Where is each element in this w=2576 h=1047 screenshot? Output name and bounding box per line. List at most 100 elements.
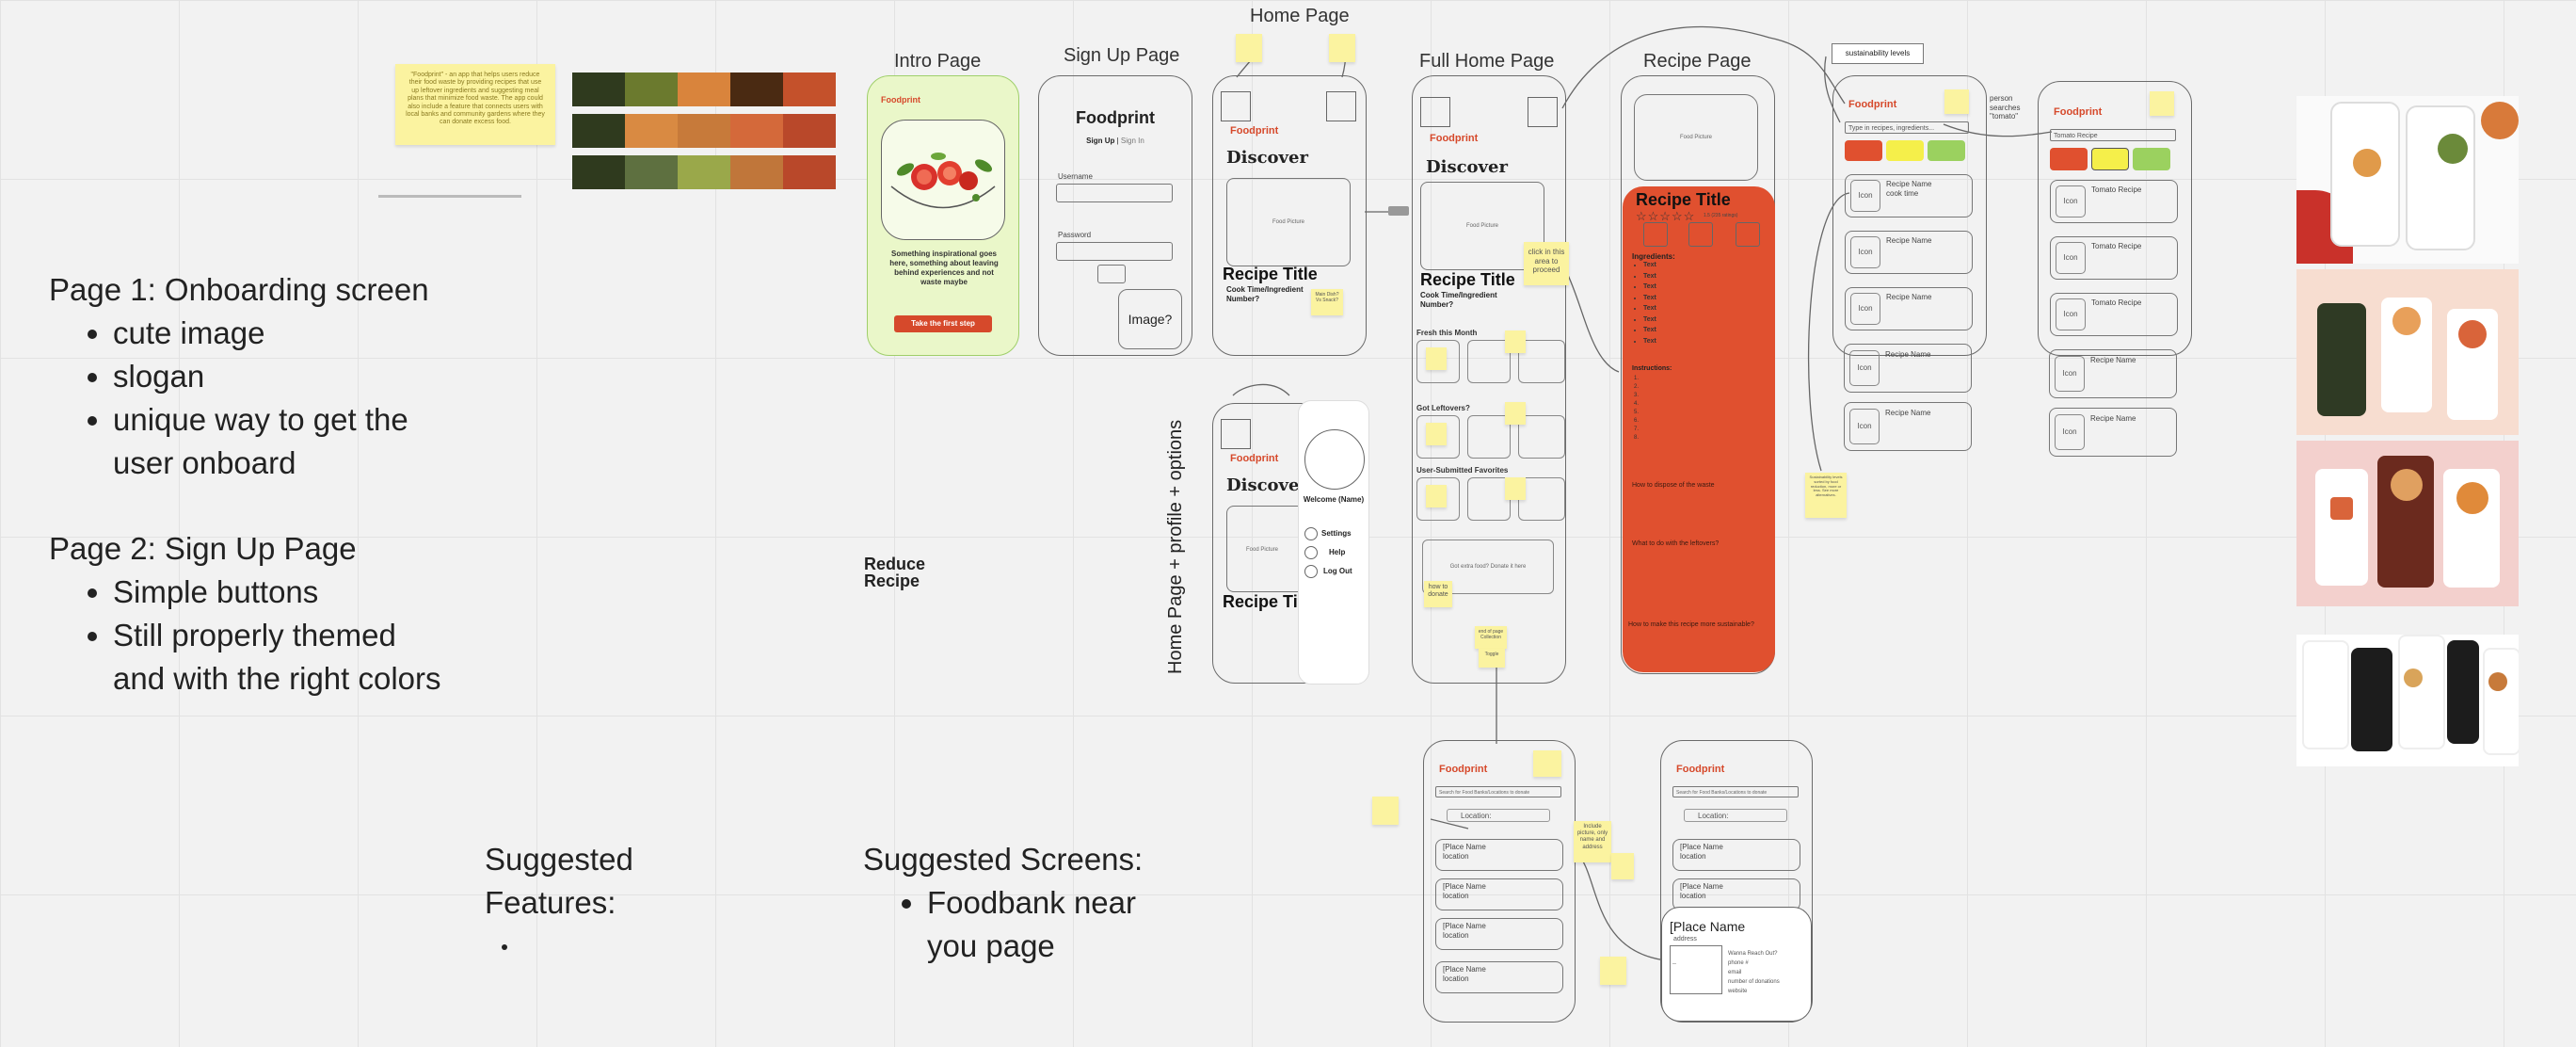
filter-low-button[interactable] [1928,140,1965,161]
instruction-step: 1. [1634,375,1639,383]
menu-item-logout[interactable]: Log Out [1323,567,1352,575]
recipe-icon: Icon [2056,185,2086,217]
action-button[interactable] [1736,222,1760,247]
username-input[interactable] [1056,184,1173,202]
recipe-name: Tomato Recipe [2091,298,2141,307]
sticky-note [1236,34,1262,62]
contact-line: phone # [1728,958,1780,968]
place-name: [Place Name [1680,843,1723,851]
page1-item: unique way to get the user onboard [113,398,444,485]
logout-icon[interactable] [1304,565,1318,578]
menu-item-settings[interactable]: Settings [1321,529,1352,538]
filter-medium-button[interactable] [1886,140,1924,161]
recipe-icon: Icon [1849,350,1880,386]
foodbank-search-input[interactable]: Search for Food Banks/Locations to donat… [1672,786,1799,797]
filter-medium-button[interactable] [2091,148,2129,170]
swatch [730,114,783,148]
avatar[interactable] [1304,429,1365,490]
take-first-step-button[interactable]: Take the first step [894,315,992,332]
recipe-icon: Icon [1850,293,1880,325]
reduce-recipe-label: Reduce Recipe [864,556,949,589]
features-item [519,925,673,968]
section-leftovers: Got Leftovers? [1416,404,1470,412]
password-input[interactable] [1056,242,1173,261]
filter-high-button[interactable] [2050,148,2088,170]
section-fresh-month: Fresh this Month [1416,329,1477,337]
place-name: [Place Name [1443,843,1486,851]
submit-button[interactable] [1097,265,1126,283]
signup-link[interactable]: Sign Up [1086,137,1114,145]
ingredient-item: Text [1643,293,1656,304]
help-icon[interactable] [1304,546,1318,559]
screens-notes: Suggested Screens: Foodbank near you pag… [863,838,1183,968]
home-profile-frame-title: Home Page + profile + options [1165,621,1184,674]
foodbank-frame: Foodprint Search for Food Banks/Location… [1423,740,1576,1023]
home-profile-frame: Foodprint Discover Food Picture Recipe T… [1212,403,1367,684]
food-picture-card[interactable]: Food Picture [1634,94,1758,181]
phone-mockup [2398,635,2445,749]
recipe-search-input[interactable]: Type in recipes, ingredients... [1845,121,1969,134]
food-image [2456,482,2488,514]
swatch [625,72,678,106]
action-button[interactable] [1688,222,1713,247]
phone-mockup [2317,303,2366,416]
food-picture-card[interactable]: Food Picture [1226,178,1351,266]
swatch [572,72,625,106]
app-title: Foodprint [1039,108,1192,128]
settings-icon[interactable] [1304,527,1318,540]
place-location: location [1443,852,1469,861]
brand-logo: Foodprint [2054,106,2102,118]
menu-button[interactable] [1221,419,1251,449]
action-button[interactable] [1643,222,1668,247]
instruction-step: 7. [1634,426,1639,434]
cook-time-label: Cook Time/Ingredient Number? [1226,285,1313,303]
sustainability-label: sustainability levels [1832,43,1924,64]
location-filter[interactable]: Location: [1684,809,1787,822]
food-image [2391,469,2423,501]
place-map-image: -- [1670,945,1722,994]
instructions-list: 1. 2. 3. 4. 5. 6. 7. 8. [1634,375,1639,443]
search-button[interactable] [1326,91,1356,121]
intro-frame: Foodprint Something inspirational goes h… [867,75,1019,356]
person-search-note: person searches "tomato" [1990,94,2040,121]
food-image [2353,149,2381,177]
features-title: Suggested Features: [485,838,673,925]
location-filter[interactable]: Location: [1447,809,1550,822]
signin-link[interactable]: Sign In [1121,137,1144,145]
inspiration-image-2 [2296,269,2519,435]
connector-line [1233,384,1289,395]
sticky-note: Main Dish? Vs Snack? [1311,289,1343,315]
tomato-frame: Foodprint Tomato Recipe Icon Tomato Reci… [2038,81,2192,356]
recipe-icon: Icon [1850,236,1880,268]
brand-logo: Foodprint [1230,453,1278,464]
filter-low-button[interactable] [2133,148,2170,170]
ingredient-item: Text [1643,303,1656,314]
recipe-title: Recipe Tit [1223,592,1304,612]
sticky-note [1611,853,1634,879]
recipe-search-input[interactable]: Tomato Recipe [2050,129,2176,141]
search-button[interactable] [1528,97,1558,127]
sticky-note: click in this area to proceed [1524,242,1569,285]
color-palette [572,72,836,189]
profile-image-placeholder[interactable]: Image? [1118,289,1182,349]
place-detail-card[interactable]: [Place Name address -- Wanna Reach Out? … [1661,907,1812,1022]
filter-high-button[interactable] [1845,140,1882,161]
brand-logo: Foodprint [1439,764,1487,775]
place-name: [Place Name [1680,882,1723,891]
menu-item-help[interactable]: Help [1329,548,1345,556]
phone-mockup [2351,648,2392,751]
swatch [678,72,730,106]
cook-time: cook time [1886,189,1918,198]
ingredient-item: Text [1643,260,1656,271]
swatch [783,114,836,148]
place-detail-address: address [1673,936,1697,942]
ingredient-item: Text [1643,271,1656,282]
cook-time-label: Cook Time/Ingredient Number? [1420,291,1507,309]
brand-logo: Foodprint [1676,764,1724,775]
foodbank-search-input[interactable]: Search for Food Banks/Locations to donat… [1435,786,1561,797]
full-home-frame: Foodprint Discover Food Picture click in… [1412,75,1566,684]
menu-button[interactable] [1420,97,1450,127]
place-location: location [1443,892,1469,900]
recipe-content-panel: Recipe Title ☆☆☆☆☆ 1.5 (235 ratings) Ing… [1623,186,1775,672]
menu-button[interactable] [1221,91,1251,121]
